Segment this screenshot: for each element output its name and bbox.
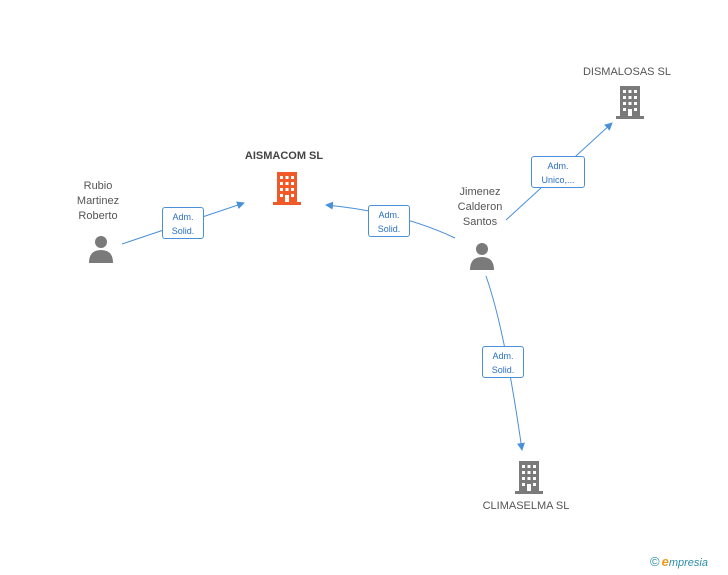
person-name-line: Santos: [462, 216, 498, 228]
building-icon[interactable]: [515, 461, 543, 494]
person-icon[interactable]: [89, 236, 113, 263]
node-label-climaselma[interactable]: CLIMASELMA SL: [482, 500, 570, 512]
edge-label-line: Solid.: [491, 365, 515, 375]
brand-name: mpresia: [668, 557, 708, 569]
person-name-line: Calderon: [457, 201, 503, 213]
edge-label-line: Adm.: [547, 161, 569, 171]
person-name-line: Martinez: [76, 195, 120, 207]
node-label-jimenez[interactable]: Jimenez Calderon Santos: [448, 185, 512, 230]
edge-label-rubio-aismacom[interactable]: Adm. Solid.: [162, 207, 204, 239]
node-label-aismacom[interactable]: AISMACOM SL: [244, 150, 324, 162]
edge-label-jimenez-aismacom[interactable]: Adm. Solid.: [368, 205, 410, 237]
edge-label-line: Solid.: [171, 226, 195, 236]
node-label-rubio[interactable]: Rubio Martinez Roberto: [68, 179, 128, 224]
edge-label-line: Adm.: [378, 210, 400, 220]
brand-e: e: [661, 554, 669, 569]
empresia-logo[interactable]: ©empresia: [650, 554, 708, 569]
person-name-line: Roberto: [78, 210, 118, 222]
person-icon[interactable]: [470, 243, 494, 270]
node-label-dismalosas[interactable]: DISMALOSAS SL: [582, 66, 672, 78]
edge-label-line: Adm.: [492, 351, 514, 361]
copyright-symbol: ©: [650, 554, 660, 569]
edge-label-line: Unico,...: [541, 175, 575, 185]
person-name-line: Jimenez: [459, 186, 501, 198]
edge-label-jimenez-climaselma[interactable]: Adm. Solid.: [482, 346, 524, 378]
building-icon[interactable]: [616, 86, 644, 119]
edge-label-line: Adm.: [172, 212, 194, 222]
edge-label-line: Solid.: [377, 224, 401, 234]
edge-label-jimenez-dismalosas[interactable]: Adm. Unico,...: [531, 156, 585, 188]
building-icon[interactable]: [273, 172, 301, 205]
person-name-line: Rubio: [83, 180, 113, 192]
